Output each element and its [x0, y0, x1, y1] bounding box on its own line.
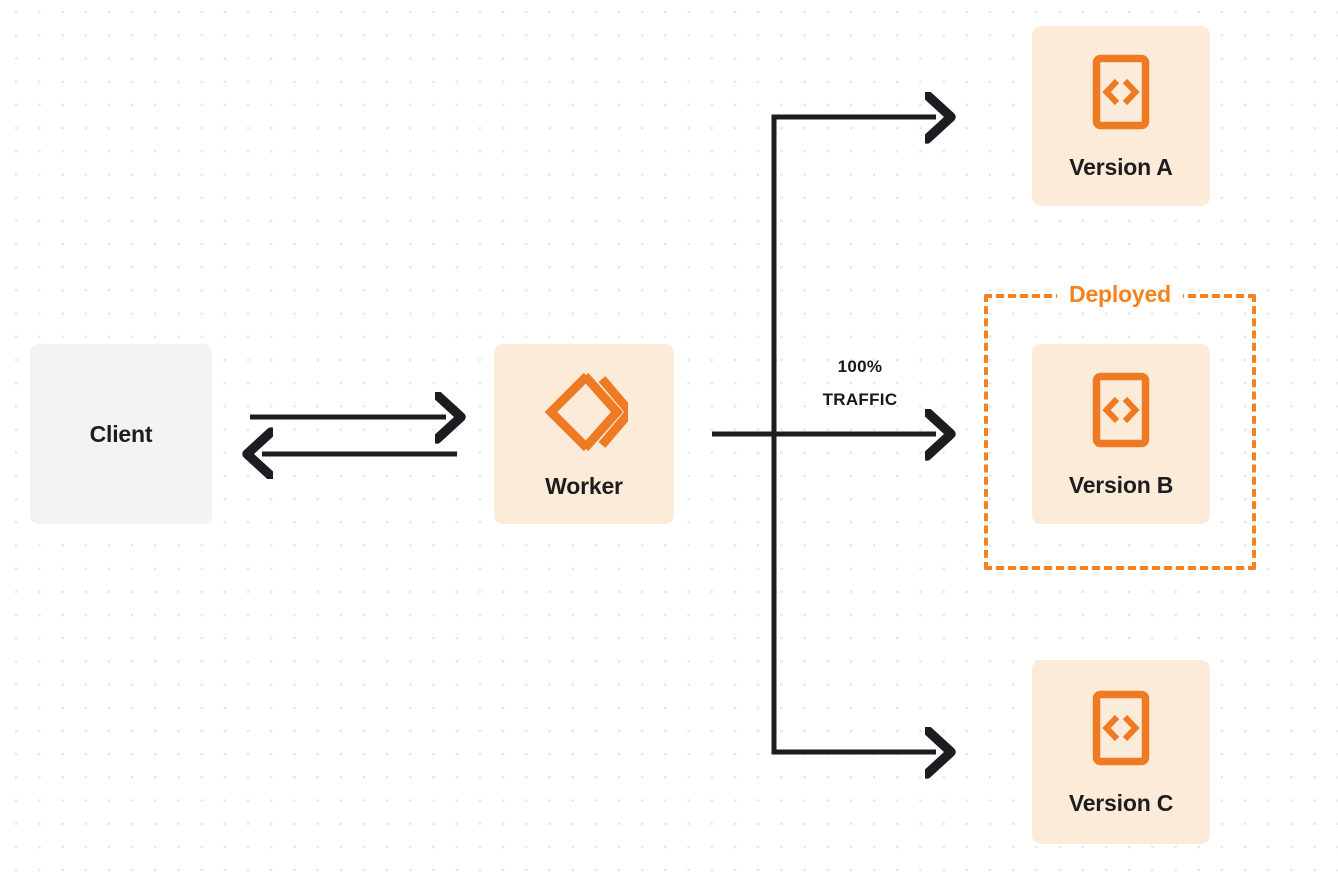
deployed-group-title: Deployed: [1057, 281, 1183, 308]
node-worker[interactable]: Worker: [494, 344, 674, 524]
node-version-c-label: Version C: [1068, 789, 1174, 816]
code-file-icon: [1092, 372, 1150, 453]
node-version-c[interactable]: Version C: [1032, 660, 1210, 844]
node-version-b[interactable]: Version B: [1032, 344, 1210, 524]
code-file-icon: [1092, 690, 1150, 771]
traffic-unit: TRAFFIC: [822, 390, 898, 410]
code-file-icon: [1092, 54, 1150, 135]
traffic-trunk: [712, 114, 777, 755]
node-client[interactable]: Client: [30, 344, 212, 524]
node-client-label: Client: [89, 420, 153, 447]
workers-logo-icon: [540, 371, 636, 458]
node-version-a[interactable]: Version A: [1032, 26, 1210, 206]
deployed-group: Deployed: [984, 281, 1256, 570]
node-worker-label: Worker: [545, 472, 623, 499]
traffic-label: 100% TRAFFIC: [790, 350, 930, 416]
node-version-a-label: Version A: [1069, 153, 1173, 180]
traffic-percent: 100%: [837, 357, 883, 376]
node-version-b-label: Version B: [1068, 471, 1174, 498]
